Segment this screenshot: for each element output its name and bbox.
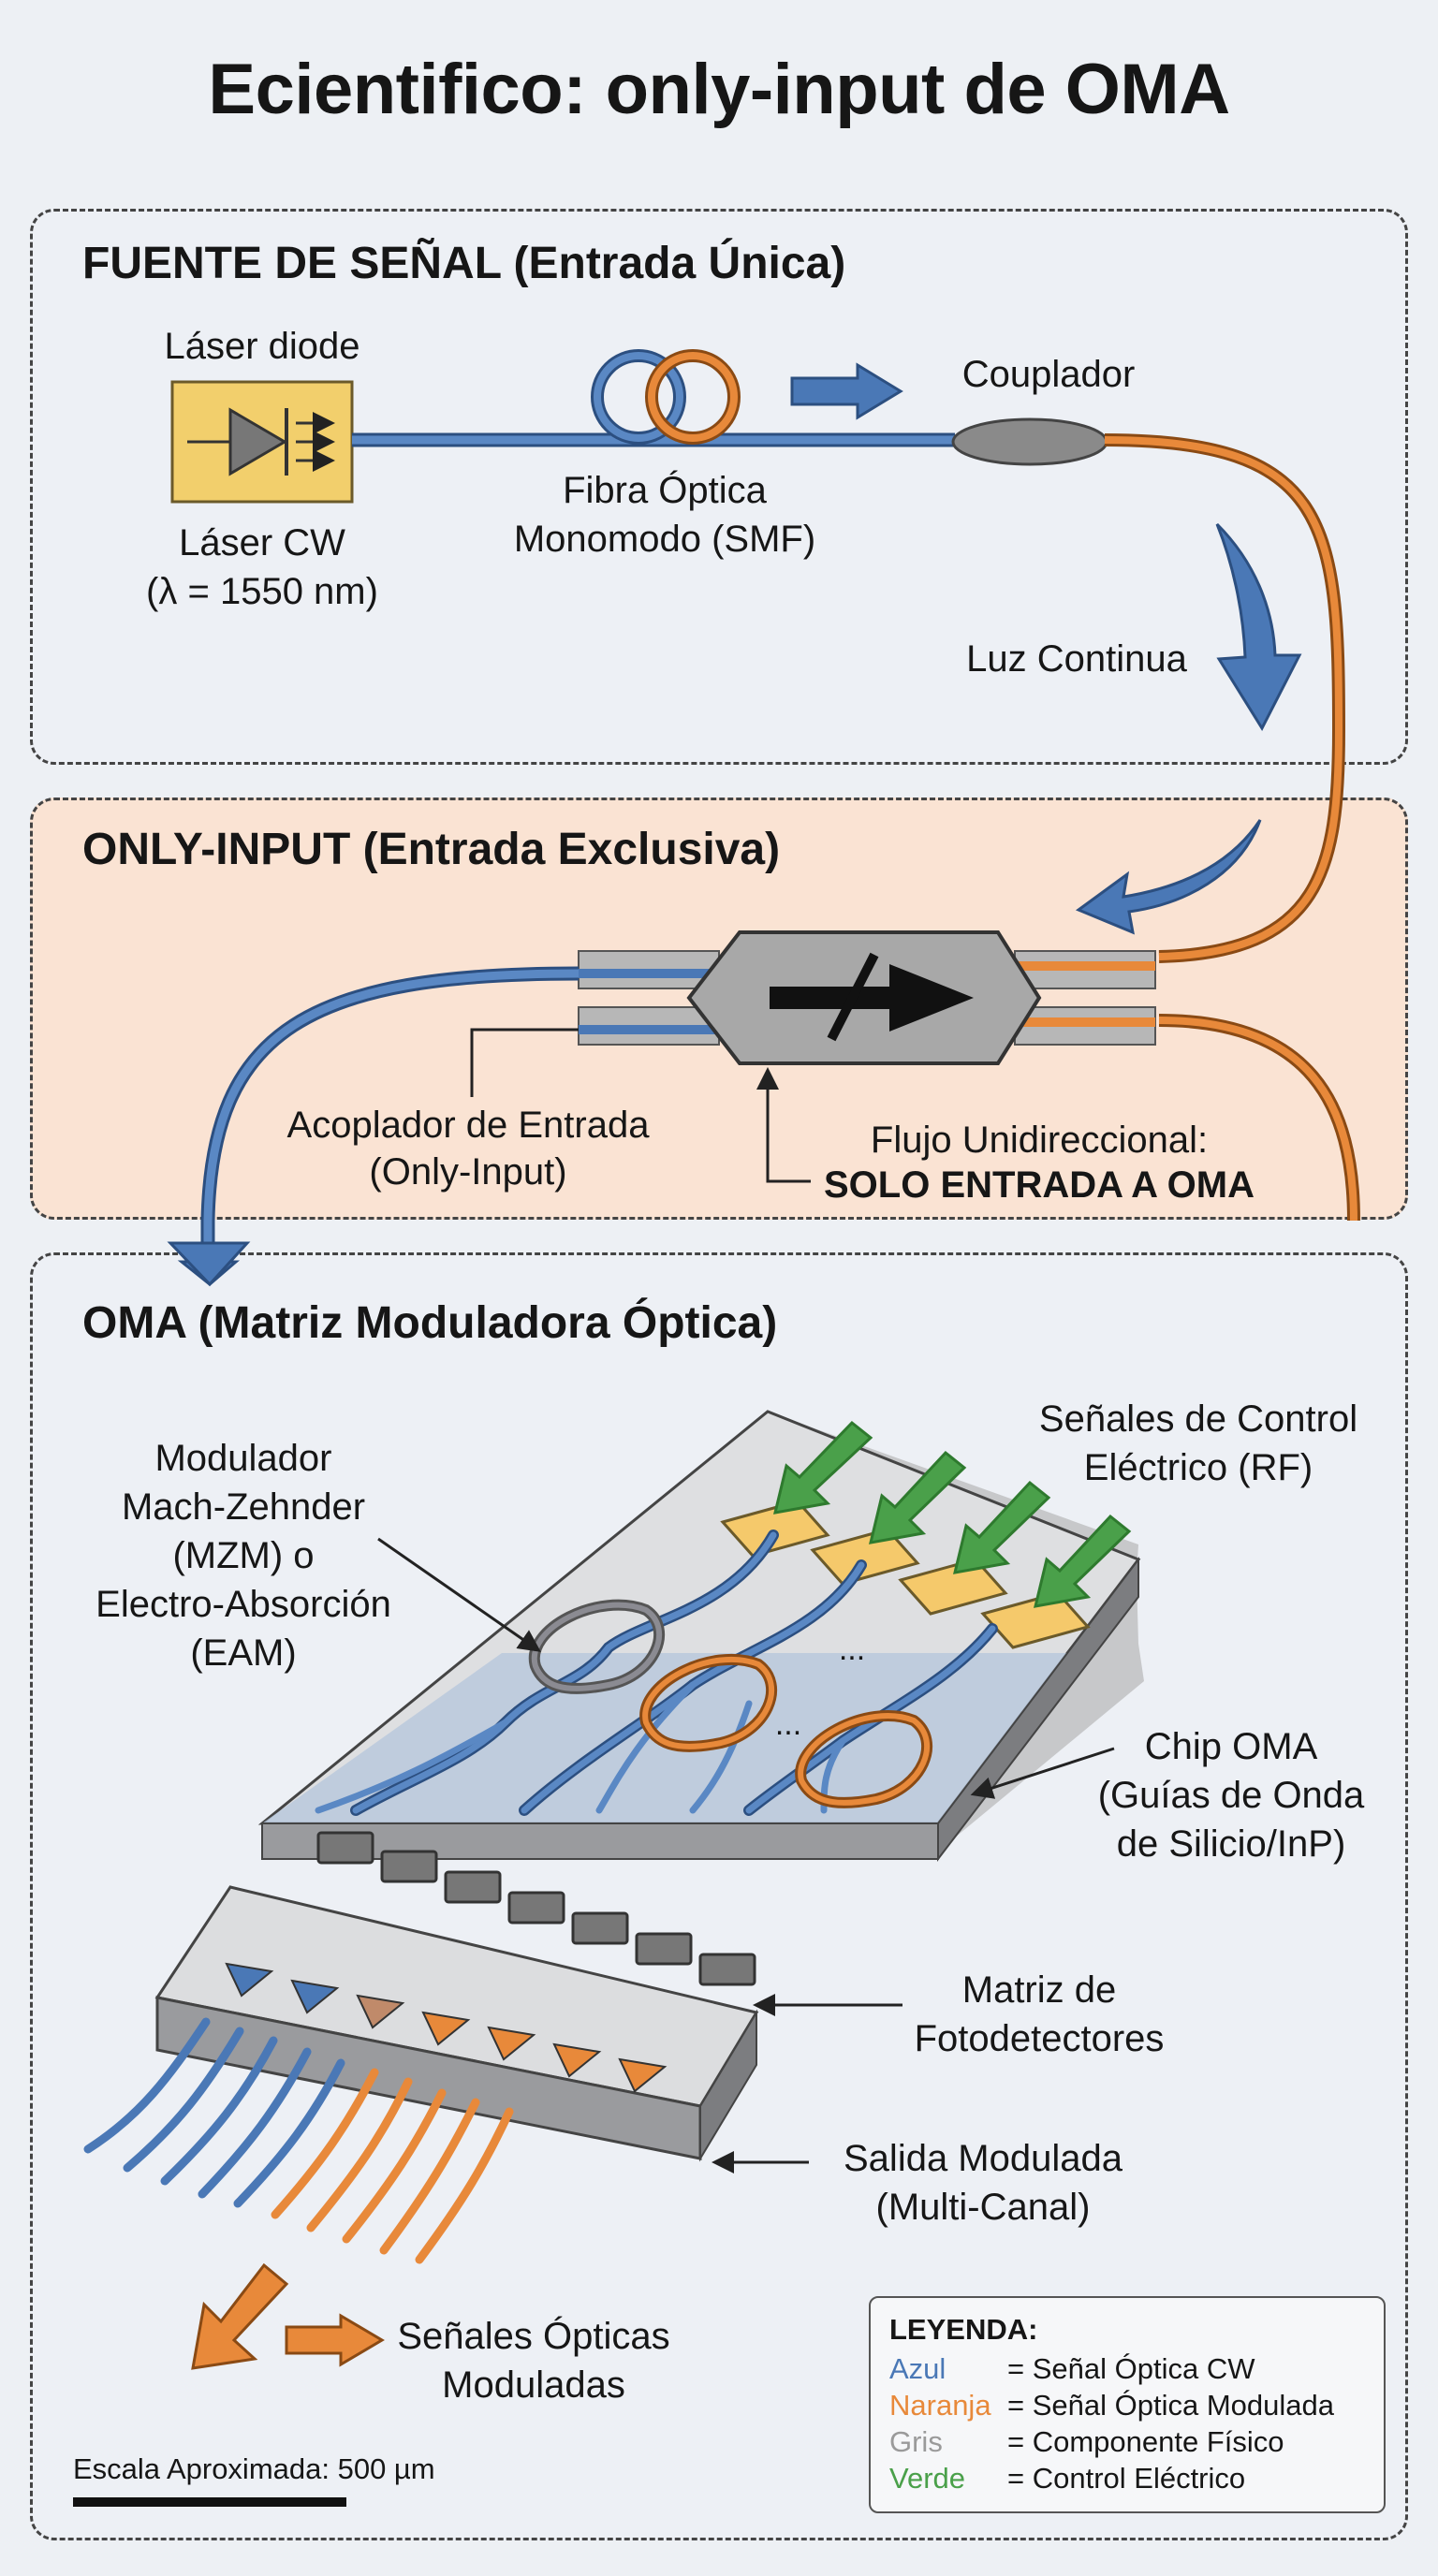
laser-cw-label: Láser CW — [179, 522, 345, 564]
waveguide-network — [315, 1530, 998, 1816]
chip-label-1: Chip OMA — [1144, 1726, 1318, 1767]
chip-callout-line — [970, 1747, 1115, 1799]
modulator-callout-line — [377, 1537, 541, 1652]
flow-callout-line — [756, 1067, 811, 1183]
mzm-modulators — [528, 1599, 933, 1808]
legend-key-green: Verde — [889, 2462, 966, 2495]
detectors-label-1: Matriz de — [961, 1969, 1117, 2011]
modulator-label-3: (MZM) o — [172, 1535, 315, 1576]
output-triangles — [225, 1962, 668, 2093]
orange-fiber-output — [1104, 433, 1346, 963]
oma-section-title: OMA (Matriz Moduladora Óptica) — [82, 1298, 778, 1348]
legend-key-gray: Gris — [889, 2425, 943, 2458]
chip-label-2: (Guías de Onda — [1097, 1775, 1365, 1816]
legend-desc-green: = Control Eléctrico — [1007, 2462, 1246, 2495]
single-mode-fiber — [352, 349, 955, 447]
laser-diode-icon — [170, 380, 354, 504]
wavelength-label: (λ = 1550 nm) — [146, 571, 378, 612]
rf-control-pads — [720, 1500, 1091, 1649]
ellipsis-upper: ... — [838, 1632, 866, 1667]
coupler-label: Couplador — [961, 354, 1136, 395]
fiber-label-2: Monomodo (SMF) — [513, 519, 816, 560]
curved-left-arrow-icon — [1075, 819, 1262, 935]
output-down-left-arrow-icon — [191, 2262, 289, 2370]
control-label-2: Eléctrico (RF) — [1083, 1447, 1313, 1488]
legend-desc-orange: = Señal Óptica Modulada — [1007, 2389, 1334, 2422]
modulator-label-5: (EAM) — [190, 1632, 297, 1674]
photodetector-array — [316, 1831, 756, 1986]
output-label-2: (Multi-Canal) — [875, 2187, 1091, 2228]
flow-label-2: SOLO ENTRADA A OMA — [824, 1164, 1255, 1206]
signals-label-2: Moduladas — [442, 2364, 625, 2406]
legend-key-orange: Naranja — [889, 2389, 991, 2422]
modulator-label-4: Electro-Absorción — [95, 1584, 391, 1625]
output-right-arrow-icon — [285, 2313, 385, 2367]
curved-down-arrow-icon — [1215, 522, 1302, 732]
cw-light-label: Luz Continua — [966, 638, 1187, 680]
legend-row-blue: Azul = Señal Óptica CW — [889, 2350, 1384, 2387]
ellipsis-lower: ... — [774, 1706, 802, 1742]
legend-row-orange: Naranja = Señal Óptica Modulada — [889, 2387, 1384, 2423]
fiber-label-1: Fibra Óptica — [563, 470, 767, 511]
source-section-title: FUENTE DE SEÑAL (Entrada Única) — [82, 239, 846, 288]
input-coupler-label-1: Acoplador de Entrada — [286, 1105, 650, 1146]
legend-title: LEYENDA: — [889, 2313, 1038, 2346]
detectors-label-2: Fotodetectores — [914, 2018, 1165, 2059]
laser-diode-label: Láser diode — [164, 326, 360, 367]
flow-label-1: Flujo Unidireccional: — [870, 1120, 1209, 1161]
legend-desc-blue: = Señal Óptica CW — [1007, 2352, 1255, 2385]
input-coupler-label-2: (Only-Input) — [369, 1151, 567, 1193]
page-title: Ecientifico: only-input de OMA — [208, 50, 1230, 129]
scale-label: Escala Aproximada: 500 µm — [73, 2452, 435, 2485]
green-control-arrows — [773, 1420, 1132, 1608]
control-label-1: Señales de Control — [1038, 1398, 1358, 1440]
modulator-label-2: Mach-Zehnder — [121, 1486, 366, 1528]
legend-row-gray: Gris = Componente Físico — [889, 2423, 1384, 2460]
output-label-1: Salida Modulada — [844, 2138, 1123, 2179]
right-arrow-icon — [790, 362, 903, 420]
output-fibers — [83, 2017, 514, 2264]
chip-label-3: de Silicio/InP) — [1116, 1823, 1346, 1865]
legend-row-green: Verde = Control Eléctrico — [889, 2460, 1384, 2496]
unidirectional-arrow-icon — [770, 952, 974, 1042]
only-input-section-title: ONLY-INPUT (Entrada Exclusiva) — [82, 825, 781, 874]
modulator-label-1: Modulador — [154, 1438, 332, 1479]
coupler-shape — [951, 417, 1108, 466]
legend-key-blue: Azul — [889, 2352, 946, 2385]
legend-desc-gray: = Componente Físico — [1007, 2425, 1284, 2458]
signals-label-1: Señales Ópticas — [397, 2316, 670, 2357]
legend: LEYENDA: Azul = Señal Óptica CW Naranja … — [869, 2296, 1386, 2513]
coupler-callout-line — [470, 1028, 579, 1097]
scale-bar — [73, 2497, 346, 2507]
